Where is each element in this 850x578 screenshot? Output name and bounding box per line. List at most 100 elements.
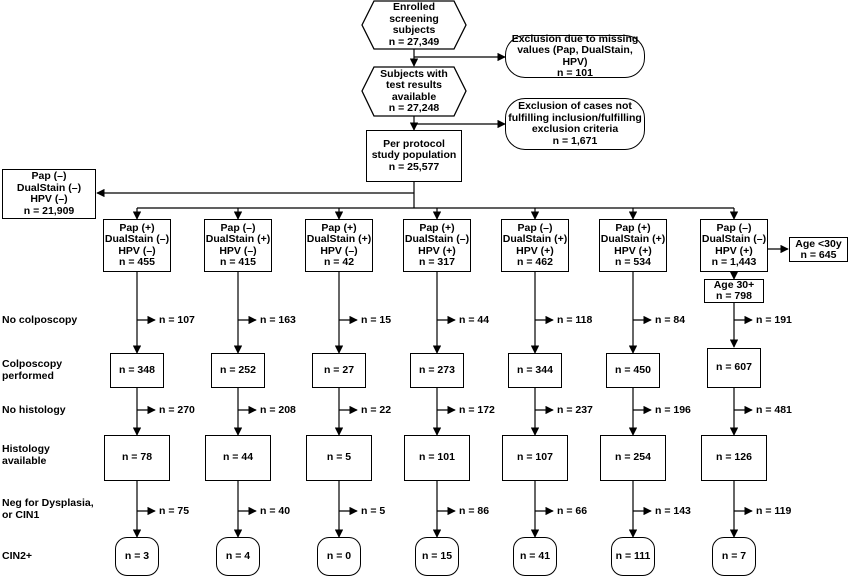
neg-dysplasia-count: n = 86: [459, 505, 490, 517]
pap-result: Pap (–): [517, 221, 553, 234]
cin2plus-node: n = 0: [317, 537, 361, 576]
hpv-result: HPV (–): [320, 244, 358, 257]
age-under-30-label: Age <30y: [795, 237, 842, 250]
group-count: n = 415: [220, 256, 256, 268]
row-label-neg-dysplasia: Neg for Dysplasia, or CIN1: [2, 497, 94, 521]
hpv-result: HPV (+): [418, 244, 456, 257]
all-negative-count: n = 21,909: [23, 204, 75, 217]
result-group-node: Pap (–)DualStain (+)HPV (+)n = 462: [501, 219, 569, 272]
neg-dysplasia-count: n = 5: [361, 505, 386, 517]
colposcopy-performed-node: n = 450: [606, 353, 660, 388]
no-colposcopy-count: n = 191: [756, 314, 792, 326]
enrolled-line: Enrolled: [392, 1, 435, 13]
neg-dysplasia-count: n = 66: [557, 505, 588, 517]
with-results-line: Subjects with: [380, 67, 448, 80]
age-30-plus-count: n = 798: [716, 290, 752, 302]
per-protocol-node: Per protocol study population n = 25,577: [366, 130, 462, 182]
exclusion-criteria-count: n = 1,671: [552, 134, 598, 147]
cin2plus-node: n = 111: [611, 537, 655, 576]
age-under-30-count: n = 645: [800, 248, 837, 261]
group-count: n = 534: [615, 256, 651, 268]
colposcopy-performed-node: n = 344: [508, 353, 562, 388]
histology-available-node: n = 101: [404, 435, 470, 481]
pap-result: Pap (–): [716, 221, 752, 234]
all-negative-line: HPV (–): [30, 193, 68, 205]
dualstain-result: DualStain (–): [104, 233, 170, 245]
exclusion-criteria-line: fulfilling inclusion/fulfilling: [508, 111, 642, 124]
row-label-no-histology: No histology: [2, 404, 66, 416]
with-results-count: n = 27,248: [388, 102, 440, 114]
result-group-node: Pap (+)DualStain (+)HPV (+)n = 534: [599, 219, 667, 272]
age-30-plus-label: Age 30+: [713, 279, 755, 291]
group-count: n = 42: [323, 256, 355, 268]
result-group-node: Pap (+)DualStain (–)HPV (–)n = 455: [103, 219, 171, 272]
group-count: n = 462: [517, 256, 553, 268]
dualstain-result: DualStain (+): [600, 233, 666, 245]
age-under-30-node: Age <30y n = 645: [789, 237, 848, 262]
pap-result: Pap (+): [615, 221, 651, 234]
cin2plus-node: n = 15: [415, 537, 459, 576]
with-results-node: Subjects with test results available n =…: [364, 67, 464, 116]
histology-available-node: n = 126: [701, 435, 767, 481]
per-protocol-count: n = 25,577: [388, 160, 440, 173]
hpv-result: HPV (+): [715, 244, 753, 257]
exclusion-missing-line: Exclusion due to missing: [511, 32, 639, 45]
no-histology-count: n = 237: [557, 404, 593, 416]
hpv-result: HPV (–): [118, 244, 156, 257]
no-colposcopy-count: n = 15: [361, 314, 392, 326]
with-results-hexagon: [361, 66, 467, 117]
dualstain-result: DualStain (–): [701, 233, 767, 245]
row-label-line: Neg for Dysplasia,: [2, 497, 94, 509]
no-histology-count: n = 172: [459, 404, 495, 416]
hpv-result: HPV (+): [516, 244, 554, 257]
enrolled-line: screening: [389, 12, 439, 25]
all-negative-line: Pap (–): [31, 170, 67, 182]
cin2plus-node: n = 3: [115, 537, 159, 576]
colposcopy-performed-node: n = 27: [312, 353, 366, 388]
dualstain-result: DualStain (+): [306, 233, 372, 245]
hpv-result: HPV (+): [614, 244, 652, 257]
no-colposcopy-count: n = 44: [459, 314, 490, 326]
hpv-result: HPV (–): [219, 244, 257, 257]
cin2plus-node: n = 4: [216, 537, 260, 576]
pap-result: Pap (–): [220, 221, 256, 234]
neg-dysplasia-count: n = 119: [756, 505, 792, 517]
age-30-plus-node: Age 30+ n = 798: [704, 279, 764, 303]
result-group-node: Pap (–)DualStain (+)HPV (–)n = 415: [204, 219, 272, 272]
cin2plus-node: n = 41: [513, 537, 557, 576]
colposcopy-performed-node: n = 273: [410, 353, 464, 388]
histology-available-node: n = 5: [306, 435, 372, 481]
no-colposcopy-count: n = 84: [655, 314, 686, 326]
all-negative-node: Pap (–) DualStain (–) HPV (–) n = 21,909: [2, 169, 96, 219]
pap-result: Pap (+): [321, 221, 357, 234]
with-results-line: test results: [385, 79, 443, 91]
histology-available-node: n = 78: [104, 435, 170, 481]
enrolled-hexagon: [361, 0, 467, 50]
neg-dysplasia-count: n = 75: [159, 505, 190, 517]
no-histology-count: n = 481: [756, 404, 792, 416]
exclusion-criteria-line: exclusion criteria: [531, 123, 619, 135]
per-protocol-line: Per protocol: [383, 137, 445, 150]
pap-result: Pap (+): [419, 221, 455, 234]
exclusion-criteria-node: Exclusion of cases not fulfilling inclus…: [505, 98, 645, 150]
no-colposcopy-count: n = 107: [159, 314, 195, 326]
enrolled-node: Enrolled screening subjects n = 27,349: [364, 1, 464, 49]
pap-result: Pap (+): [119, 221, 155, 234]
result-group-node: Pap (+)DualStain (–)HPV (+)n = 317: [403, 219, 471, 272]
no-histology-count: n = 270: [159, 404, 195, 416]
group-count: n = 317: [419, 256, 455, 268]
neg-dysplasia-count: n = 40: [260, 505, 291, 517]
cin2plus-node: n = 7: [712, 537, 756, 576]
all-negative-line: DualStain (–): [16, 181, 82, 194]
row-label-line: performed: [2, 370, 54, 382]
histology-available-node: n = 107: [502, 435, 568, 481]
exclusion-missing-line: values (Pap, DualStain, HPV): [517, 44, 633, 68]
dualstain-result: DualStain (–): [404, 233, 470, 245]
per-protocol-line: study population: [371, 149, 457, 162]
row-label-line: Histology: [2, 443, 50, 455]
exclusion-criteria-line: Exclusion of cases not: [518, 100, 632, 112]
enrolled-count: n = 27,349: [388, 35, 440, 48]
row-label-cin2plus: CIN2+: [2, 550, 33, 562]
